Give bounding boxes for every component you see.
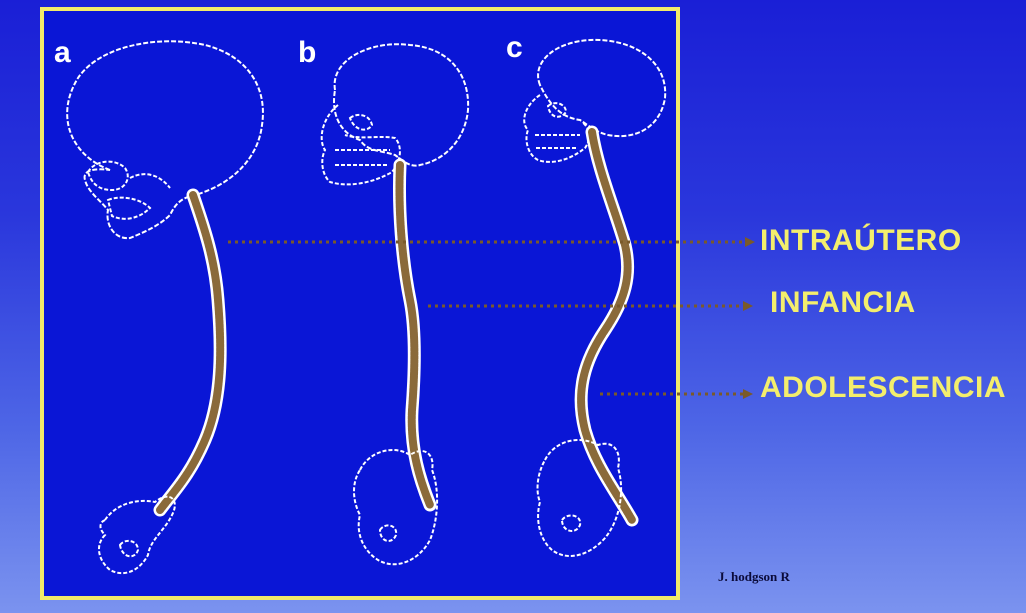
author-credit: J. hodgson R [718, 569, 790, 585]
pelvis-c-icon [538, 440, 622, 556]
figure-b-infancia [322, 44, 468, 564]
panel-label-b: b [298, 38, 316, 68]
panel-label-c: c [506, 33, 523, 63]
figure-a-intrautero [67, 41, 263, 573]
skull-a-icon [67, 41, 263, 238]
skull-b-icon [334, 44, 468, 165]
figure-c-adolescencia [524, 40, 665, 556]
stage-label-intrautero: INTRAÚTERO [760, 224, 962, 258]
face-b-icon [322, 105, 400, 184]
face-c-icon [524, 95, 589, 162]
skull-c-icon [538, 40, 665, 136]
panel-label-a: a [54, 38, 71, 68]
stage-label-infancia: INFANCIA [770, 286, 916, 320]
stage-label-adolescencia: ADOLESCENCIA [760, 371, 1006, 405]
